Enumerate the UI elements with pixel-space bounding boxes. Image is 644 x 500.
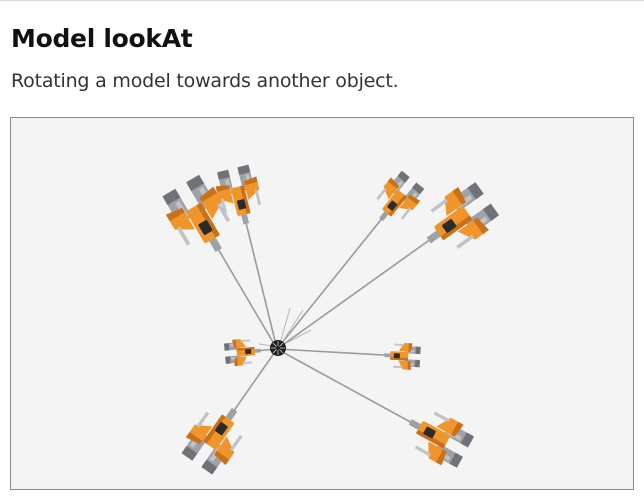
ship-model-top-left-a bbox=[162, 174, 231, 253]
sphere-target-icon bbox=[270, 340, 286, 356]
ship-model-top-right-b bbox=[426, 182, 500, 249]
look-line-6 bbox=[276, 348, 402, 357]
look-line-3 bbox=[276, 200, 397, 350]
page-description: Rotating a model towards another object. bbox=[11, 70, 399, 92]
look-line-8 bbox=[276, 348, 437, 437]
ship-model-bottom-right bbox=[408, 411, 475, 468]
look-lines bbox=[200, 197, 457, 437]
page-title: Model lookAt bbox=[11, 24, 193, 53]
ship-model-top-right-a bbox=[376, 170, 425, 222]
ship-model-left bbox=[223, 339, 261, 367]
ship-model-top-left-b bbox=[215, 164, 262, 225]
scene-canvas[interactable] bbox=[11, 118, 633, 489]
top-divider bbox=[0, 0, 644, 1]
trail-line-3 bbox=[278, 307, 291, 348]
webgl-viewport[interactable] bbox=[10, 117, 634, 490]
ship-model-bottom-left bbox=[181, 407, 243, 475]
trail-line-1 bbox=[278, 309, 304, 348]
look-line-4 bbox=[276, 220, 457, 350]
ship-models bbox=[162, 164, 500, 475]
ship-model-right bbox=[384, 342, 421, 370]
